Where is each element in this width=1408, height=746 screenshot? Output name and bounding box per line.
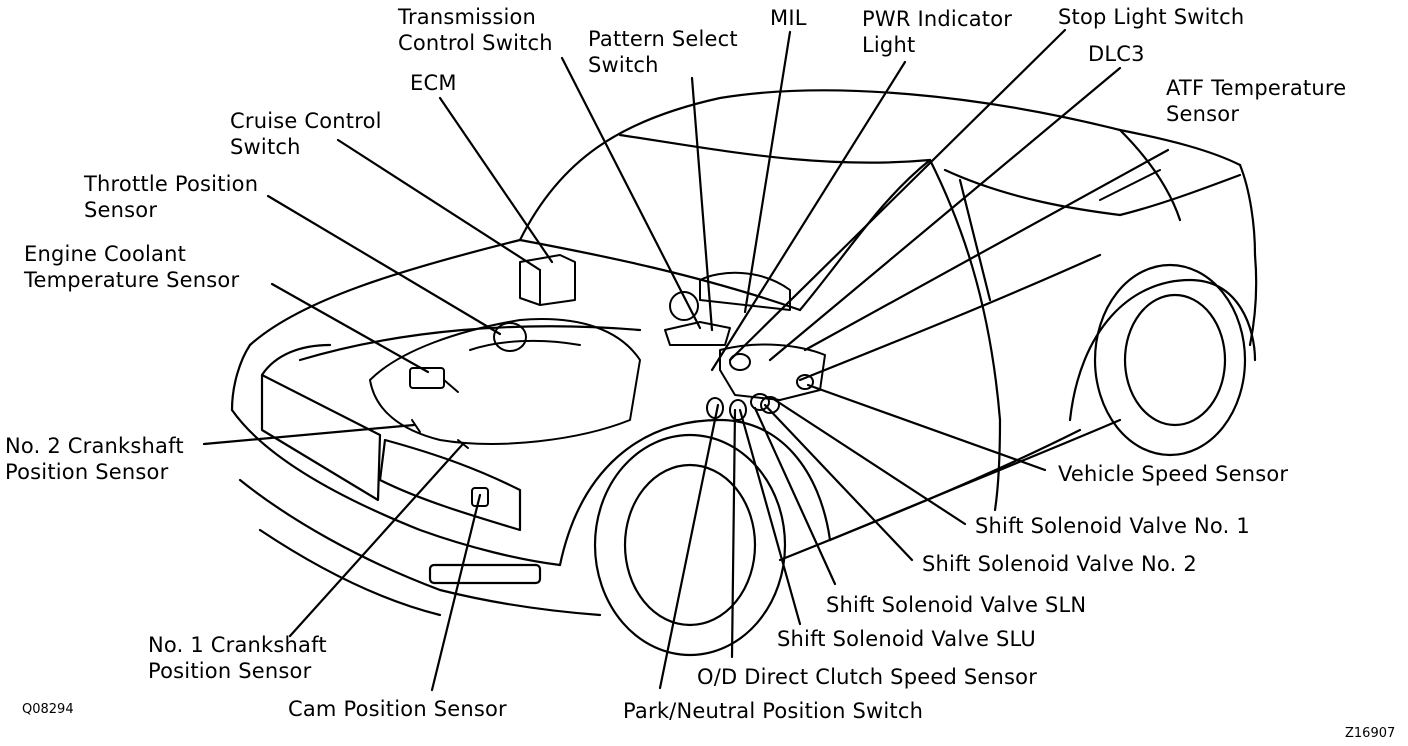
- label-stop-light-switch: Stop Light Switch: [1058, 5, 1245, 29]
- car-body-outline: [230, 89, 1258, 657]
- figure-code-right: Z16907: [1345, 726, 1396, 741]
- label-mil: MIL: [770, 6, 807, 30]
- engine-components: [369, 169, 1161, 507]
- figure-code-left: Q08294: [22, 702, 74, 717]
- label-park-neutral-position-switch: Park/Neutral Position Switch: [623, 699, 924, 723]
- label-dlc3: DLC3: [1088, 42, 1145, 66]
- label-od-direct-clutch-speed-sensor: O/D Direct Clutch Speed Sensor: [697, 665, 1038, 689]
- label-shift-solenoid-valve-sln: Shift Solenoid Valve SLN: [826, 593, 1087, 617]
- label-ecm: ECM: [410, 71, 457, 95]
- label-shift-solenoid-valve-no1: Shift Solenoid Valve No. 1: [975, 514, 1250, 538]
- leader-lines: [202, 28, 1170, 692]
- label-cam-position-sensor: Cam Position Sensor: [288, 697, 507, 721]
- label-shift-solenoid-valve-slu: Shift Solenoid Valve SLU: [777, 627, 1036, 651]
- label-vehicle-speed-sensor: Vehicle Speed Sensor: [1058, 462, 1289, 486]
- label-shift-solenoid-valve-no2: Shift Solenoid Valve No. 2: [922, 552, 1197, 576]
